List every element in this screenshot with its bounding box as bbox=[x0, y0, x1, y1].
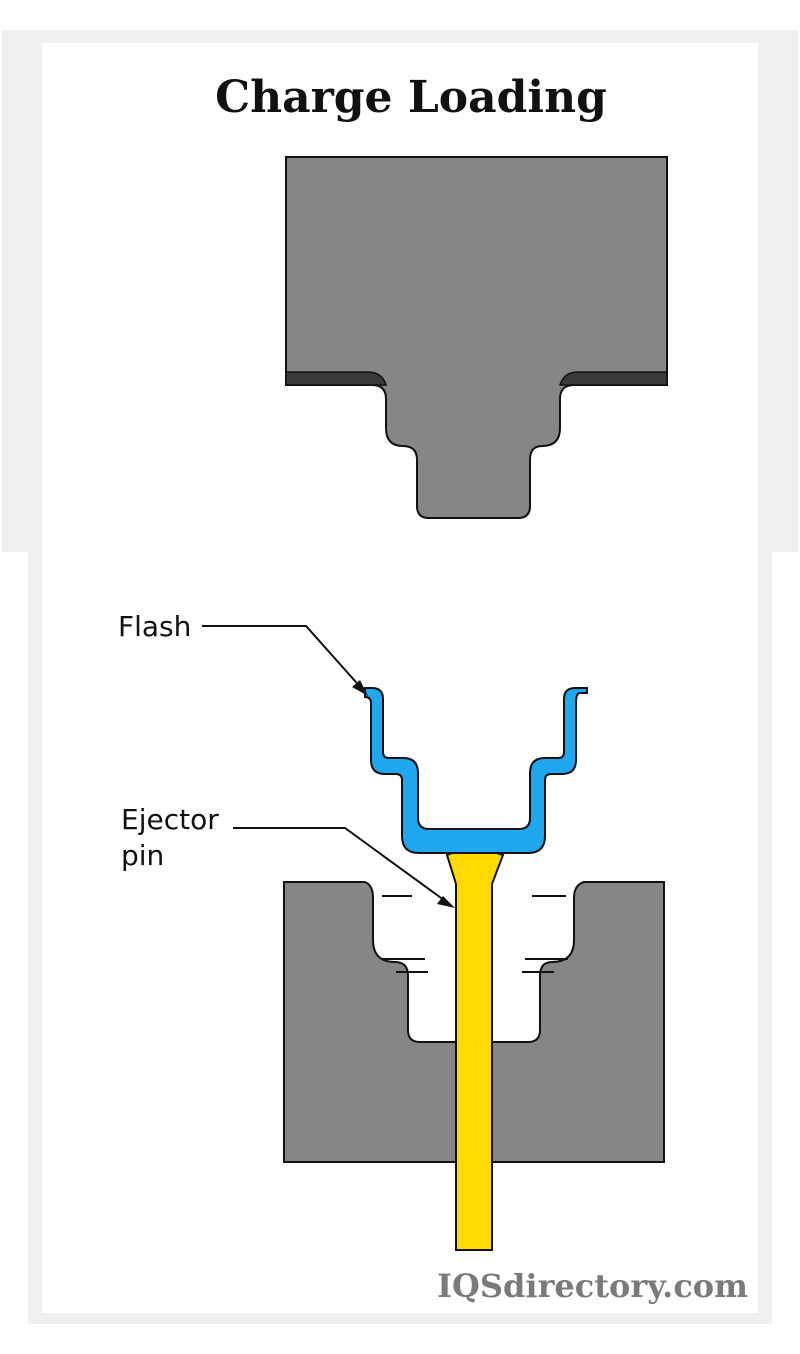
upper-die-right-edge bbox=[558, 371, 668, 386]
ejector-pin-label: Ejector pin bbox=[121, 803, 219, 872]
diagram-title: Charge Loading bbox=[215, 72, 607, 123]
flash-label: Flash bbox=[118, 610, 191, 643]
upper-die bbox=[285, 156, 668, 519]
lower-die-body bbox=[283, 881, 665, 1163]
cavity-tick-marks bbox=[382, 895, 568, 973]
upper-die-left-edge bbox=[285, 371, 388, 386]
ejector-label-line-2: pin bbox=[121, 839, 164, 872]
flash-leader-line bbox=[202, 625, 368, 696]
watermark-logo: IQSdirectory.com bbox=[437, 1267, 748, 1305]
upper-die-body bbox=[285, 156, 668, 519]
ejector-arrowhead bbox=[437, 896, 455, 908]
ejector-label-line-1: Ejector bbox=[121, 803, 219, 836]
lower-die bbox=[283, 881, 665, 1163]
flash-arrowhead bbox=[352, 680, 368, 696]
ejector-leader-line bbox=[233, 827, 455, 908]
molded-part-flash bbox=[364, 687, 588, 854]
